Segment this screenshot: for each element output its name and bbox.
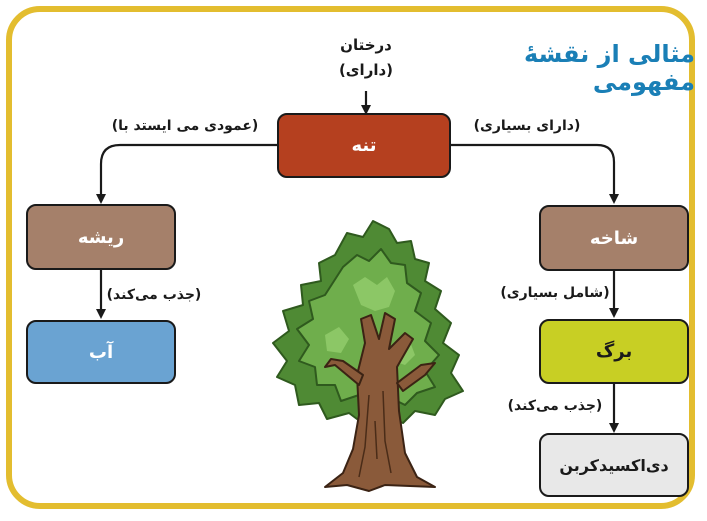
- tree-bark-line-3: [374, 420, 378, 460]
- tree-branch-right: [396, 362, 436, 392]
- node-root: ریشه: [26, 204, 176, 270]
- link-label-trunk-root: (عمودی می ایستد با): [111, 118, 259, 134]
- top-concept-has: (دارای): [338, 61, 394, 79]
- link-label-branch-leaf: (شامل بسیاری): [500, 285, 610, 301]
- arrow-trunk-root: [96, 143, 277, 204]
- tree-bark-line-2: [382, 390, 392, 474]
- tree-bark-line-1: [358, 394, 370, 478]
- top-concept-trees: درختان: [340, 36, 392, 54]
- tree-foliage-highlight: [325, 277, 415, 365]
- node-branch: شاخه: [539, 205, 689, 271]
- link-label-trunk-branch: (دارای بسیاری): [473, 118, 581, 134]
- arrow-trunk-branch: [451, 143, 619, 204]
- node-trunk: تنه: [277, 113, 451, 178]
- node-water: آب: [26, 320, 176, 384]
- tree-trunk: [324, 312, 436, 492]
- tree-branch-left: [324, 358, 364, 386]
- link-label-leaf-co2: (جذب می‌کند): [507, 398, 603, 414]
- node-co2: دی‌اکسیدکربن: [539, 433, 689, 497]
- diagram-title: مثالی از نقشهٔ مفهومی: [524, 40, 695, 96]
- node-leaf: برگ: [539, 319, 689, 384]
- tree-illustration: [272, 220, 464, 492]
- link-label-root-water: (جذب می‌کند): [106, 287, 202, 303]
